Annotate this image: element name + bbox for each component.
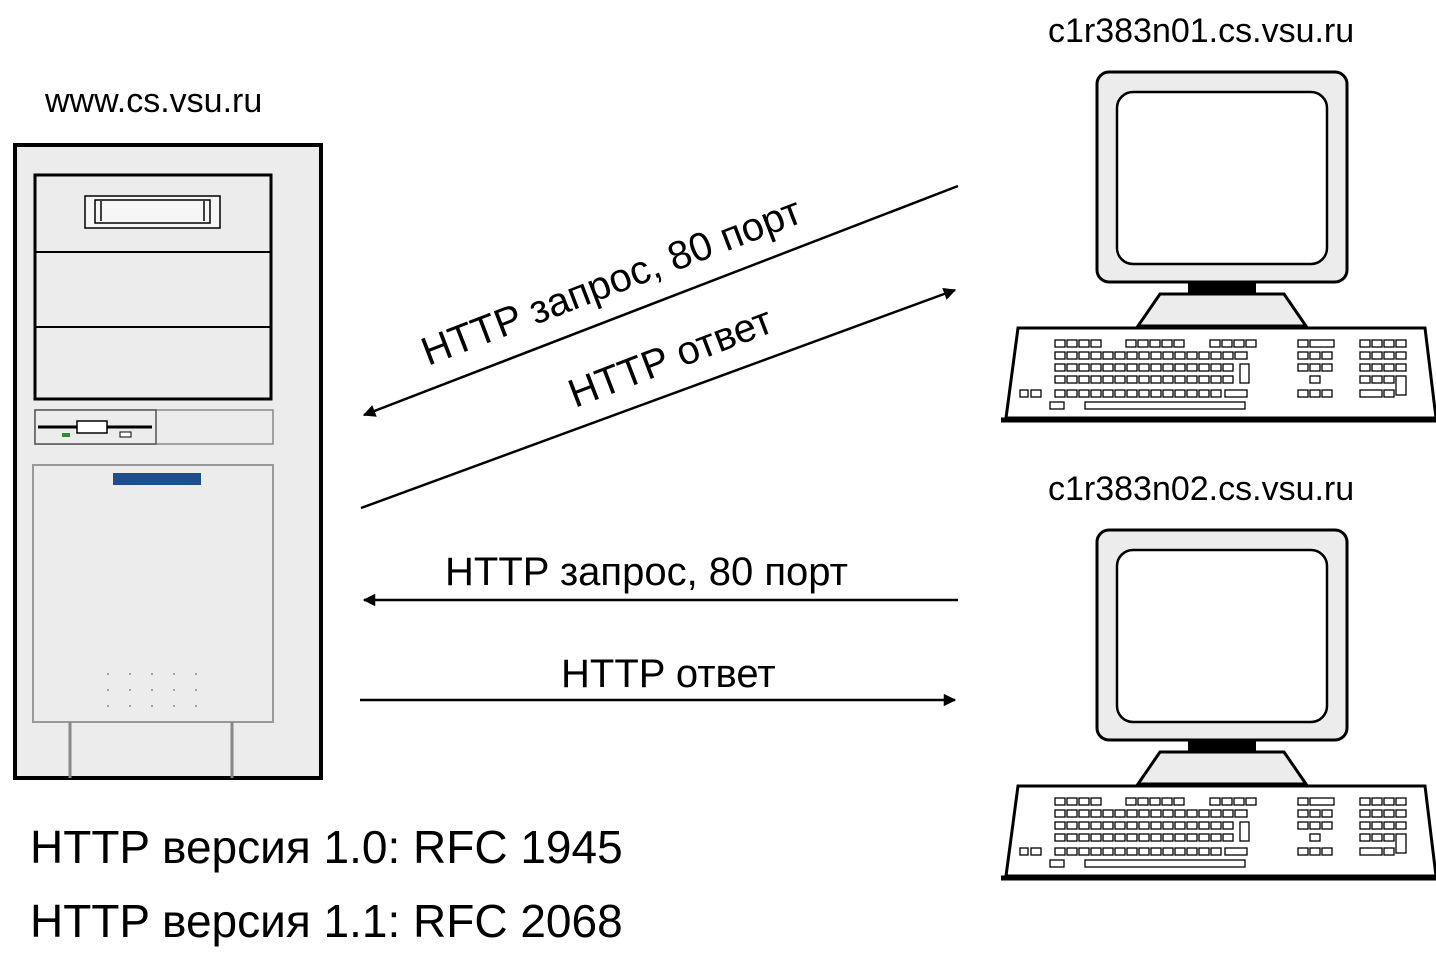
workstation-1-icon xyxy=(1001,70,1436,423)
version-1-0: HTTP версия 1.0: RFC 1945 xyxy=(30,821,623,873)
request-arrow-1 xyxy=(362,184,959,417)
client-1-hostname: c1r383n01.cs.vsu.ru xyxy=(1048,12,1355,50)
response-label-1: HTTP ответ xyxy=(562,298,778,416)
server-hostname: www.cs.vsu.ru xyxy=(45,82,263,120)
version-1-1: HTTP версия 1.1: RFC 2068 xyxy=(30,895,623,947)
request-label-2: HTTP запрос, 80 порт xyxy=(445,550,848,594)
workstation-2-icon xyxy=(1001,528,1436,881)
status-indicator xyxy=(113,473,201,485)
response-label-2: HTTP ответ xyxy=(561,652,776,696)
response-arrow-1 xyxy=(360,288,957,510)
server-icon xyxy=(13,143,323,780)
client-2-hostname: c1r383n02.cs.vsu.ru xyxy=(1048,470,1355,508)
